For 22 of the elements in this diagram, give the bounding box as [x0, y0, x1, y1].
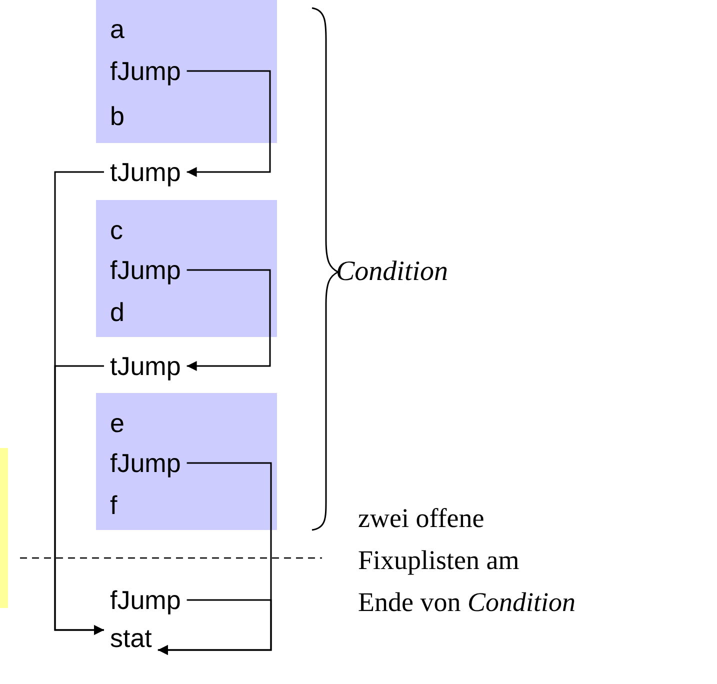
instruction-label: fJump [104, 585, 187, 615]
instruction-label: fJump [104, 255, 187, 285]
arrow [186, 269, 271, 371]
code-line: a [110, 14, 124, 44]
instruction-label: fJump [104, 448, 187, 478]
instruction-label: tJump [104, 157, 187, 187]
code-line: d [110, 297, 124, 327]
arrow [54, 365, 104, 635]
annotation-text: Condition [336, 256, 448, 288]
note-text: zwei offene Fixuplisten am Ende von Condition [358, 502, 576, 619]
code-block [96, 200, 277, 337]
code-block [96, 0, 277, 143]
instruction-label: fJump [104, 56, 187, 86]
code-line: b [110, 101, 124, 131]
code-line: c [110, 215, 123, 245]
arrow [158, 599, 272, 655]
code-block [96, 393, 277, 530]
instruction-label: stat [104, 623, 158, 653]
instruction-label: tJump [104, 351, 187, 381]
code-line: e [110, 408, 124, 438]
arrow [186, 70, 271, 177]
code-line: f [110, 490, 118, 520]
